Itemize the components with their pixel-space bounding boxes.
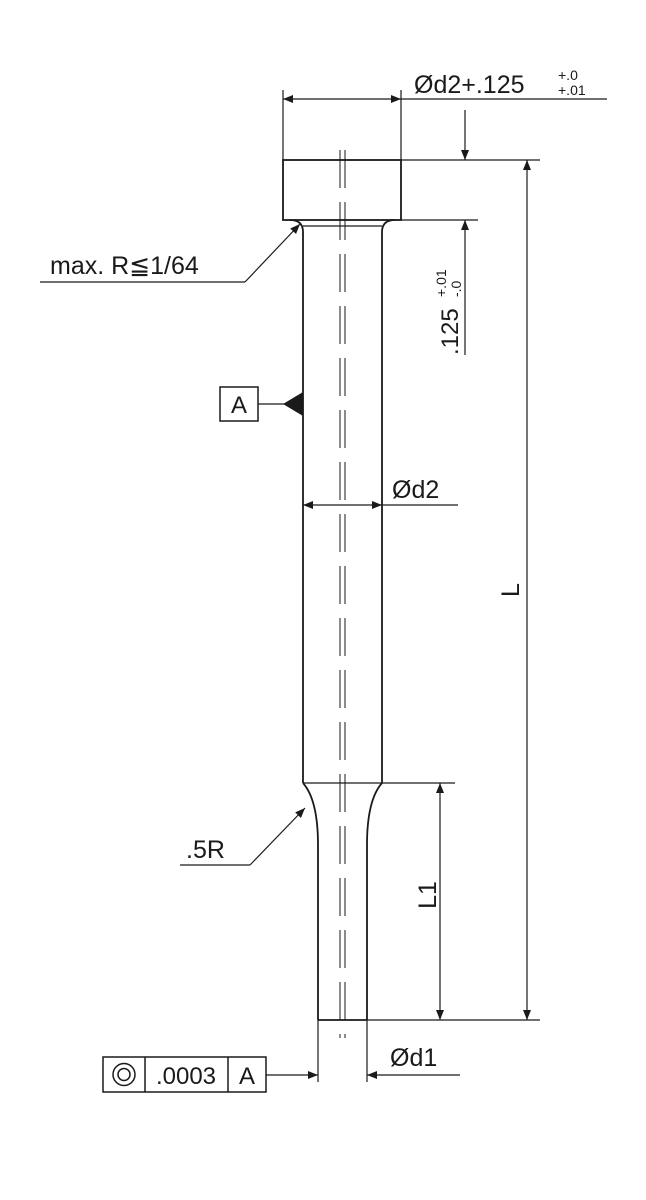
fcf-outer [102,1056,267,1093]
overall-length-label: L [497,583,525,597]
transition-left [302,782,319,846]
part-outline [282,159,402,1082]
head-height-tol-lower: -.0 [448,280,464,297]
head-diameter-tol-lower: +.01 [558,82,586,98]
tip-diameter-dimension: Ød1 [266,1044,460,1079]
fillet-callout: max. R≦1/64 [40,223,301,283]
pin-head [282,159,402,221]
head-height-tol-upper: +.01 [433,269,449,297]
head-height-base: .125 [437,308,464,355]
head-diameter-text: Ød2+.125 [414,71,525,99]
head-fillet [289,219,396,233]
fillet-leader-arrow [244,223,301,283]
overall-length-dimension: L [367,160,540,1021]
fcf-tolerance: .0003 [156,1063,216,1090]
radius-leader-arrow [249,807,306,866]
shank-diameter-label: Ød2 [392,476,439,504]
datum-a: A [219,386,303,422]
transition-right [366,782,383,846]
feature-control-frame: .0003 A [102,1056,267,1093]
head-diameter-base: Ød2+.125 [414,71,525,99]
fillet-note: max. R≦1/64 [50,252,199,280]
head-diameter-tol-upper: +.0 [558,67,578,83]
shank-diameter-dimension: Ød2 [303,476,458,509]
tip-length-label: L1 [414,881,442,909]
transition-radius-label: .5R [186,836,225,864]
head-height-dimension: .125 +.01 -.0 [401,110,540,355]
fcf-datum: A [239,1063,255,1090]
centerlines [339,150,346,1038]
concentricity-icon [112,1062,136,1087]
datum-triangle [283,392,303,416]
transition-radius-callout: .5R [180,807,306,866]
tip-diameter-label: Ød1 [390,1044,437,1072]
head-diameter-dimension: Ød2+.125 +.0 +.01 [282,67,607,160]
tip-length-dimension: L1 [382,782,455,1020]
datum-label: A [231,392,247,419]
